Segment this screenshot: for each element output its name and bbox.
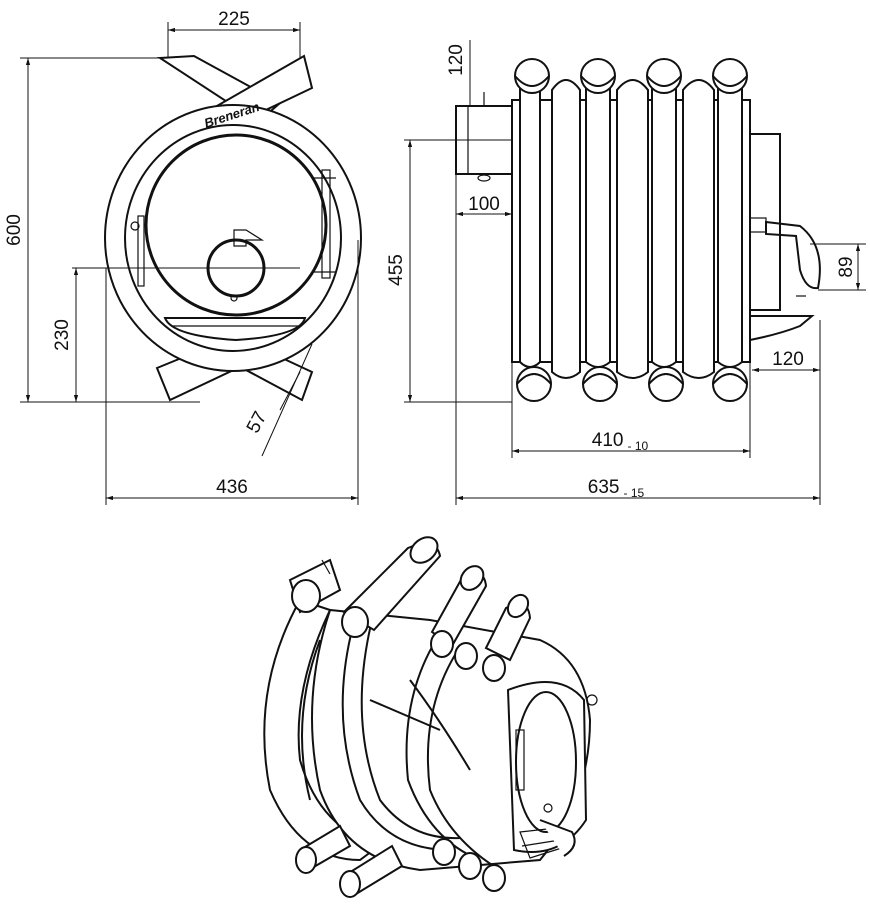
dim-label-436: 436 <box>216 477 248 498</box>
inner-ring <box>124 124 342 352</box>
side-tubes <box>519 78 743 379</box>
dim-label-120-top: 120 <box>446 44 467 76</box>
ash-drawer <box>749 315 815 342</box>
dim-label-100: 100 <box>468 194 500 215</box>
damper-lever <box>233 229 265 247</box>
hinge <box>137 215 145 287</box>
iso-back-ring <box>263 598 383 862</box>
bottom-tube-ends <box>516 366 748 402</box>
door-handle <box>321 169 331 279</box>
iso-bottom-stubs <box>295 824 506 898</box>
top-tube-ends <box>514 58 748 94</box>
front-view: Breneran 225 600 230 57 436 <box>4 9 362 505</box>
outer-ring <box>104 104 362 372</box>
dim-label-635: 635- 15 <box>588 477 645 500</box>
iso-flue <box>288 558 342 614</box>
dim-label-600: 600 <box>4 214 25 246</box>
side-view: 120 455 100 89 120 410- 10 635- 15 <box>386 40 866 505</box>
ash-tray <box>163 317 307 342</box>
dim-label-455: 455 <box>386 254 407 286</box>
dim-label-120-bottom: 120 <box>772 349 804 370</box>
dim-label-410: 410- 10 <box>592 430 649 453</box>
iso-top-stubs <box>341 536 532 682</box>
isometric-view <box>263 536 598 898</box>
door <box>144 133 328 317</box>
iso-front-tube-1 <box>341 629 451 851</box>
iso-door <box>506 681 598 859</box>
handle <box>765 220 821 290</box>
dim-label-57: 57 <box>243 408 271 437</box>
dim-label-89: 89 <box>836 256 857 277</box>
dim-label-230: 230 <box>52 319 73 351</box>
dim-label-225: 225 <box>218 9 250 30</box>
